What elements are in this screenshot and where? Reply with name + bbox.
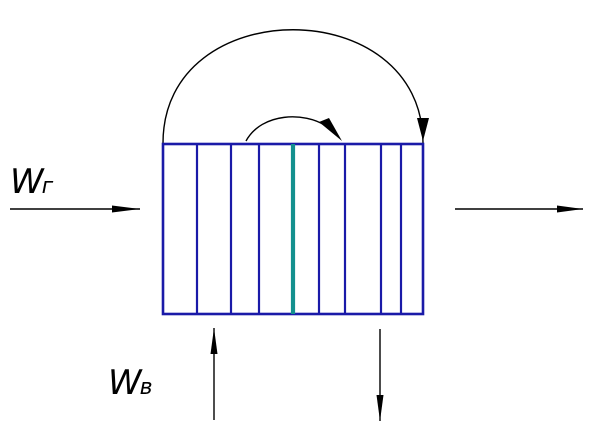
large-recirculation-arc: [162, 29, 424, 144]
gas-outlet-arrowhead: [557, 205, 583, 213]
small-recirculation-arc: [245, 116, 327, 142]
water-inlet-arrowhead: [210, 328, 218, 354]
large-arc-arrowhead: [417, 118, 429, 141]
water-outlet-arrowhead: [376, 395, 384, 421]
water-flow-label: Wв: [108, 363, 152, 403]
gas-flow-label: Wг: [10, 162, 54, 202]
small-arc-arrowhead: [319, 118, 342, 141]
gas-inlet-arrowhead: [112, 205, 140, 213]
